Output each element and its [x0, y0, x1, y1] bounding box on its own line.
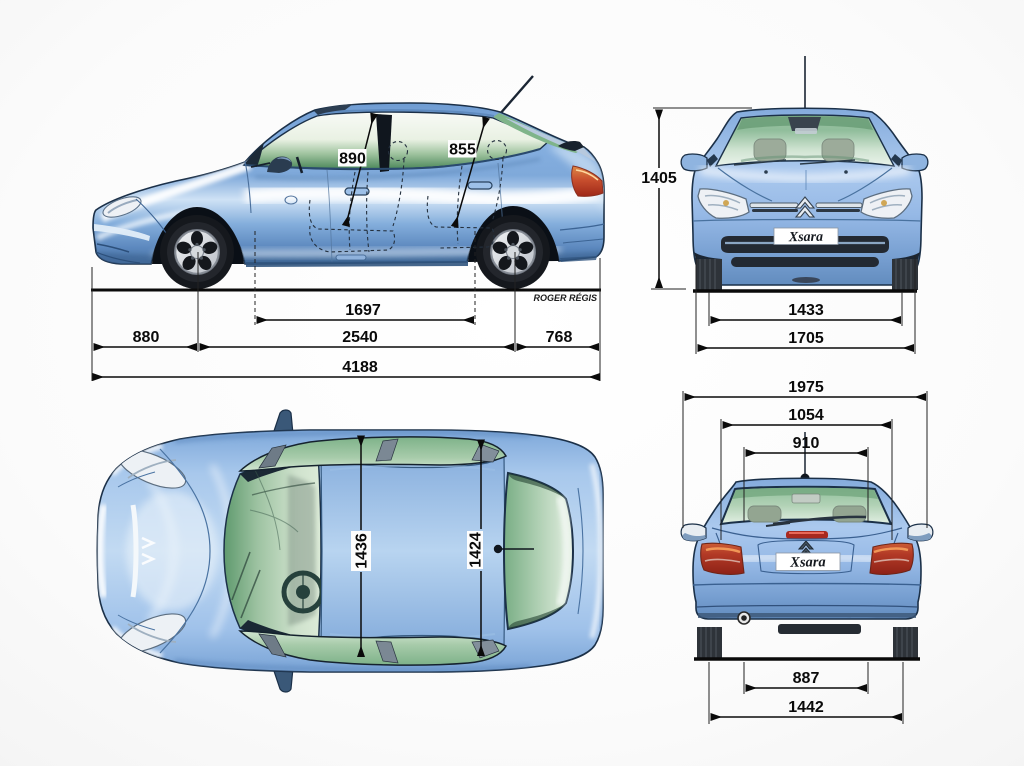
- svg-text:855: 855: [449, 142, 476, 159]
- svg-text:1697: 1697: [345, 302, 381, 319]
- svg-text:890: 890: [339, 151, 366, 168]
- svg-text:1436: 1436: [354, 533, 371, 569]
- svg-text:2540: 2540: [342, 329, 378, 346]
- svg-text:910: 910: [793, 435, 820, 452]
- svg-text:1424: 1424: [468, 532, 485, 568]
- svg-text:ROGER RÉGIS: ROGER RÉGIS: [533, 293, 597, 303]
- svg-text:1433: 1433: [788, 302, 824, 319]
- svg-text:880: 880: [133, 329, 160, 346]
- svg-text:1705: 1705: [788, 330, 824, 347]
- svg-text:Xsara: Xsara: [788, 230, 823, 246]
- svg-text:1405: 1405: [641, 170, 677, 187]
- svg-text:887: 887: [793, 670, 820, 687]
- svg-text:1054: 1054: [788, 407, 824, 424]
- svg-text:Xsara: Xsara: [789, 554, 826, 571]
- svg-text:4188: 4188: [342, 359, 378, 376]
- svg-text:768: 768: [546, 329, 573, 346]
- svg-text:1442: 1442: [788, 699, 824, 716]
- svg-text:1975: 1975: [788, 379, 824, 396]
